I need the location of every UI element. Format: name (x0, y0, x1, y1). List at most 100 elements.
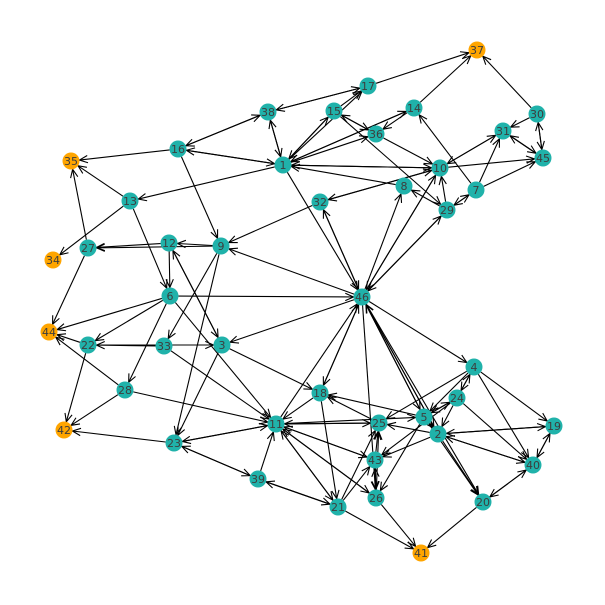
edge-7-to-14 (418, 113, 472, 184)
node-circle (467, 181, 485, 199)
edge-line (288, 116, 329, 160)
node-10: 10 (431, 159, 449, 177)
node-circle (366, 451, 384, 469)
edge-line (96, 242, 161, 249)
edge-arrowhead (167, 329, 176, 340)
edge-line (479, 138, 500, 183)
edge-line (364, 193, 402, 290)
edge-line (365, 304, 480, 495)
edge-line (365, 174, 437, 291)
edge-line (380, 504, 417, 547)
node-label: 44 (42, 326, 56, 339)
edge-line (56, 297, 163, 331)
node-2: 2 (429, 425, 447, 443)
edge-line (365, 304, 435, 427)
edge-arrowhead (136, 193, 148, 202)
edge-line (365, 304, 421, 410)
node-circle (370, 414, 388, 432)
edge-line (228, 248, 355, 295)
edge-25-to-18 (326, 396, 372, 420)
node-17: 17 (359, 77, 377, 95)
node-label: 7 (473, 184, 480, 197)
edge-line (374, 468, 377, 490)
edge-arrowhead (260, 411, 271, 420)
edge-arrowhead (340, 114, 351, 123)
edge-3-to-23 (177, 352, 219, 437)
edge-line (168, 251, 171, 288)
node-label: 22 (81, 339, 95, 352)
node-32: 32 (311, 193, 329, 211)
edge-arrowhead (438, 175, 447, 186)
edge-line (133, 391, 268, 423)
node-circle (395, 177, 413, 195)
edge-arrowhead (462, 54, 472, 65)
node-22: 22 (79, 336, 97, 354)
edge-line (386, 370, 467, 420)
edge-line (341, 430, 376, 500)
edge-28-to-42 (69, 394, 119, 427)
edge-39-to-23 (180, 445, 251, 477)
node-23: 23 (165, 434, 183, 452)
edge-line (56, 334, 81, 343)
node-12: 12 (160, 234, 178, 252)
node-circle (311, 193, 329, 211)
edge-line (282, 397, 314, 420)
node-14: 14 (405, 99, 423, 117)
edge-16-to-1 (186, 149, 276, 167)
node-label: 42 (57, 424, 71, 437)
node-9: 9 (212, 237, 230, 255)
highlighted-node-circle (40, 323, 58, 341)
edge-line (185, 114, 261, 147)
edge-line (382, 436, 431, 458)
edge-line (65, 353, 87, 422)
node-label: 37 (470, 44, 484, 57)
edge-line (340, 90, 362, 107)
edge-line (477, 373, 530, 459)
edge-arrowhead (446, 156, 457, 165)
node-circle (116, 381, 134, 399)
edge-43-to-26 (371, 468, 380, 491)
edge-line (381, 402, 451, 456)
edge-29-to-46 (366, 215, 442, 292)
edge-33-to-11 (170, 350, 271, 420)
node-19: 19 (545, 417, 563, 435)
node-label: 4 (471, 361, 478, 374)
edge-line (95, 299, 163, 342)
edge-arrowhead (353, 90, 363, 101)
node-circle (79, 336, 97, 354)
edge-line (96, 245, 213, 249)
edge-arrowhead (95, 341, 105, 350)
edge-arrowhead (517, 450, 528, 461)
edge-line (341, 114, 369, 131)
edge-38-to-1 (269, 120, 283, 159)
edge-line (186, 149, 275, 165)
edge-arrowhead (274, 103, 286, 112)
node-27: 27 (79, 239, 97, 257)
edge-arrowhead (351, 280, 360, 291)
edge-line (182, 425, 268, 442)
node-circle (212, 237, 230, 255)
node-label: 34 (46, 254, 60, 267)
edge-15-to-1 (287, 116, 329, 160)
node-35: 35 (62, 152, 80, 170)
edge-arrowhead (289, 154, 300, 163)
node-label: 33 (157, 340, 171, 353)
edge-line (379, 424, 421, 491)
edge-line (375, 431, 379, 452)
node-circle (359, 77, 377, 95)
edge-line (172, 250, 219, 338)
node-8: 8 (395, 177, 413, 195)
edge-line (441, 405, 454, 427)
edge-21-to-39 (264, 480, 331, 505)
node-label: 12 (162, 237, 176, 250)
node-11: 11 (267, 415, 285, 433)
node-label: 39 (251, 473, 265, 486)
node-circle (213, 336, 231, 354)
edge-line (482, 55, 532, 109)
node-label: 45 (536, 152, 550, 165)
edge-line (489, 469, 527, 498)
edge-arrowhead (460, 194, 471, 203)
edge-line (460, 374, 471, 391)
edge-line (445, 436, 526, 463)
